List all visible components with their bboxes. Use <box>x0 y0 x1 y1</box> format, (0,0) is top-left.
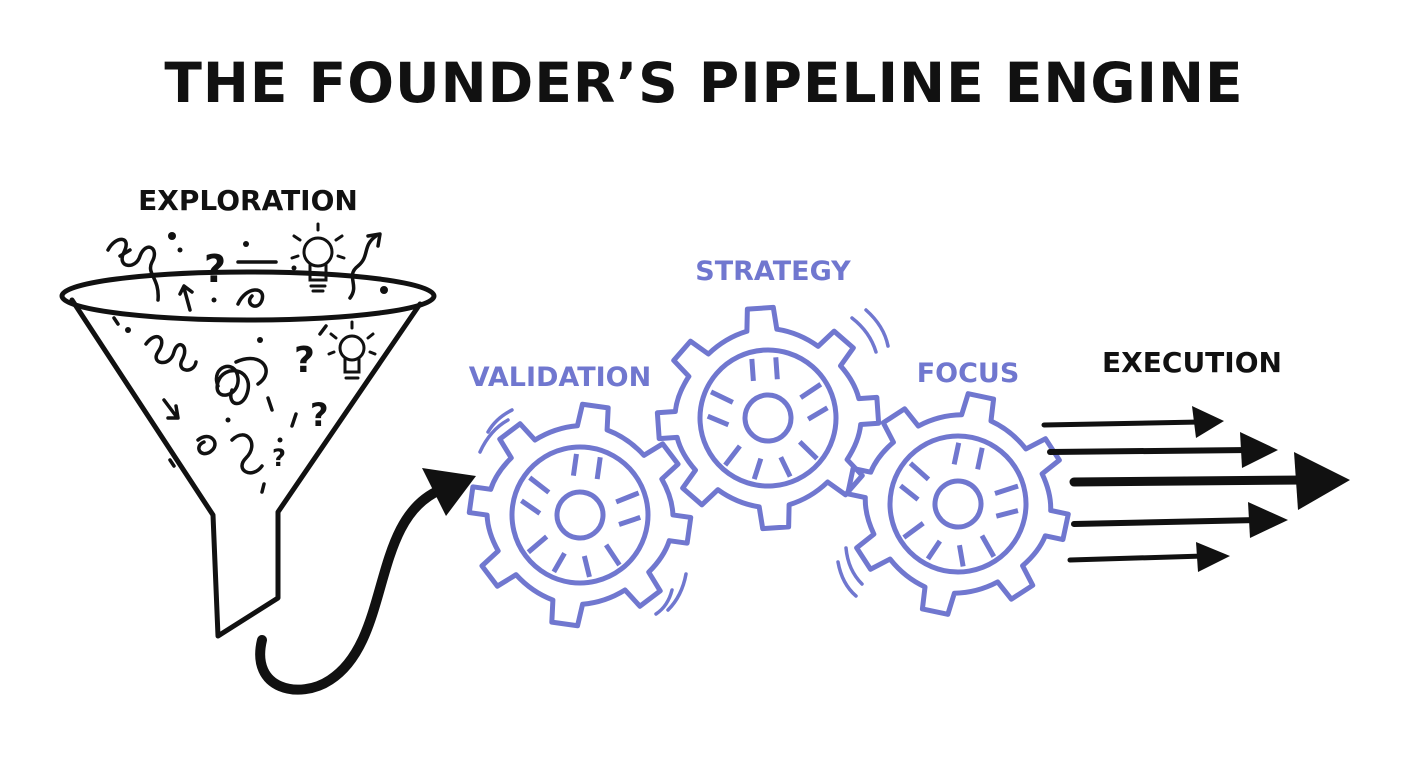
gear-motion-lines <box>478 308 890 616</box>
arrow-icon <box>1041 406 1224 438</box>
svg-text:?: ? <box>294 340 315 381</box>
exploration-label: EXPLORATION <box>138 184 358 217</box>
page-title: THE FOUNDER’S PIPELINE ENGINE <box>164 51 1243 115</box>
arrow-icon <box>1069 452 1350 510</box>
lightbulb-icon <box>327 320 377 380</box>
lightbulb-icon <box>290 222 346 293</box>
strategy-gear <box>651 301 886 536</box>
svg-text:?: ? <box>204 247 226 291</box>
funnel-doodles <box>106 232 382 494</box>
arrow-icon <box>1047 432 1278 468</box>
dots <box>125 232 388 443</box>
execution-arrows <box>1041 406 1350 572</box>
svg-text:?: ? <box>310 396 329 434</box>
question-marks: ? ? ? ? <box>204 247 329 472</box>
funnel-icon <box>59 269 437 639</box>
arrow-icon <box>1067 542 1230 572</box>
focus-label: FOCUS <box>917 358 1020 389</box>
svg-text:?: ? <box>272 444 286 472</box>
arrow-icon <box>1071 502 1288 538</box>
transition-arrow <box>255 468 476 695</box>
strategy-label: STRATEGY <box>695 256 851 287</box>
validation-label: VALIDATION <box>469 362 651 393</box>
execution-label: EXECUTION <box>1102 346 1282 379</box>
focus-gear <box>828 374 1089 635</box>
